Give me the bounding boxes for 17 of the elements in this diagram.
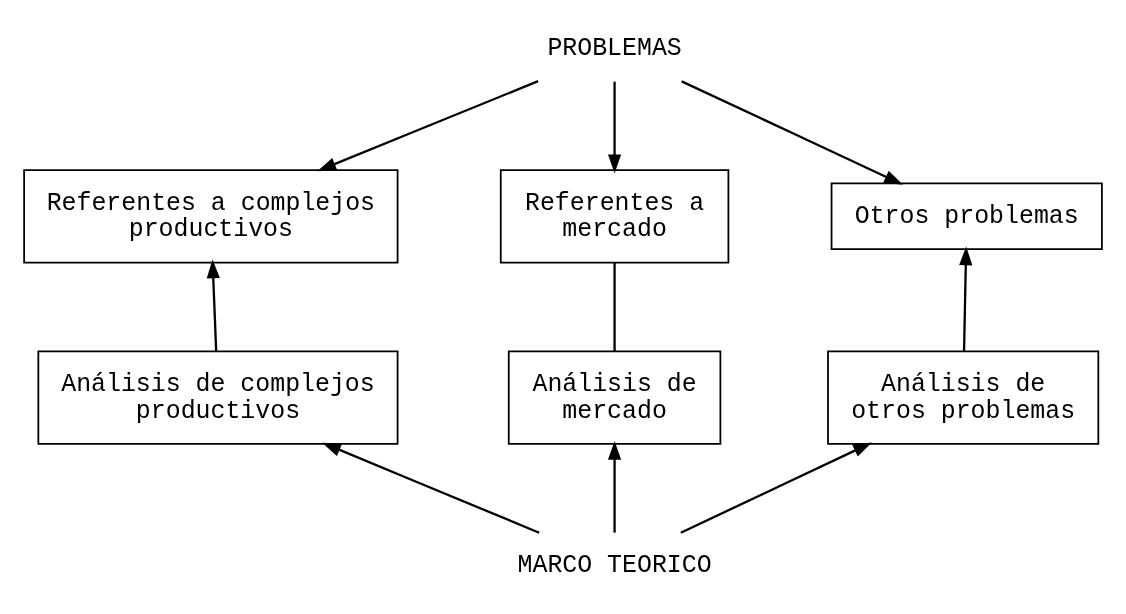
arrow (317, 80, 539, 172)
arrow (607, 440, 622, 533)
node-box: Otros problemas (830, 182, 1103, 251)
arrow (206, 259, 220, 352)
arrow (959, 246, 973, 352)
arrow (607, 81, 622, 174)
arrow (322, 442, 540, 534)
connector (613, 262, 616, 352)
node-box: Análisis de complejos productivos (37, 350, 399, 445)
node-box: Referentes a complejos productivos (23, 169, 399, 264)
node-box: Análisis de otros problemas (827, 350, 1100, 445)
node-box: Análisis de mercado (507, 350, 722, 445)
arrow (681, 80, 904, 185)
node-text: MARCO TEORICO (517, 551, 712, 580)
node-box: Referentes a mercado (499, 169, 730, 264)
node-text: PROBLEMAS (547, 33, 682, 62)
arrow (680, 442, 872, 534)
